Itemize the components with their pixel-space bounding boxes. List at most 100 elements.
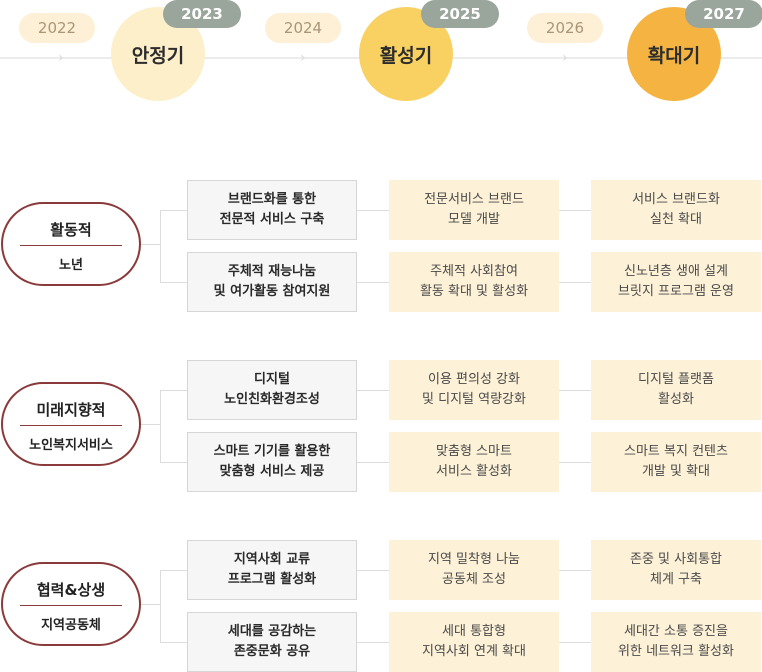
stage1-box: 주체적 사회참여 활동 확대 및 활성화 <box>389 252 559 312</box>
connector <box>559 210 591 211</box>
goal-line: 지역사회 교류 <box>233 552 311 567</box>
connector <box>160 570 161 642</box>
category-title: 활동적 <box>50 221 92 239</box>
connector <box>357 462 389 463</box>
chevron-right-icon: › <box>58 50 64 66</box>
goal-box: 디지털 노인친화환경조성 <box>187 360 357 420</box>
stage-line: 세대간 소통 증진을 <box>624 624 728 639</box>
category-subtitle: 노년 <box>59 258 83 273</box>
connector <box>559 282 591 283</box>
connector <box>141 244 160 245</box>
stage1-box: 지역 밀착형 나눔 공동체 조성 <box>389 540 559 600</box>
goal-box: 지역사회 교류 프로그램 활성화 <box>187 540 357 600</box>
connector <box>160 570 187 571</box>
category-subtitle: 지역공동체 <box>41 618 101 633</box>
connector <box>559 462 591 463</box>
goal-box: 세대를 공감하는 존중문화 공유 <box>187 612 357 672</box>
stage-line: 서비스 활성화 <box>436 464 512 479</box>
stage2-box: 서비스 브랜드화 실천 확대 <box>591 180 761 240</box>
goal-line: 세대를 공감하는 <box>227 624 317 639</box>
stage-line: 지역 밀착형 나눔 <box>428 552 520 567</box>
year-pill-2022: 2022 <box>19 13 95 43</box>
connector <box>160 462 187 463</box>
goal-line: 주체적 재능나눔 <box>227 264 317 279</box>
stage-line: 실천 확대 <box>650 212 702 227</box>
connector <box>357 390 389 391</box>
stage-line: 서비스 브랜드화 <box>632 192 720 207</box>
stage-line: 주체적 사회참여 <box>430 264 518 279</box>
chevron-right-icon: › <box>300 50 306 66</box>
goal-box: 브랜드화를 통한 전문적 서비스 구축 <box>187 180 357 240</box>
category-oval: 협력&상생 지역공동체 <box>1 562 141 646</box>
connector <box>141 424 160 425</box>
goal-line: 노인친화환경조성 <box>224 392 320 407</box>
goal-line: 프로그램 활성화 <box>227 572 317 587</box>
stage2-box: 디지털 플랫폼 활성화 <box>591 360 761 420</box>
goal-line: 존중문화 공유 <box>233 644 311 659</box>
stage2-box: 스마트 복지 컨텐츠 개발 및 확대 <box>591 432 761 492</box>
year-badge-2027: 2027 <box>685 0 762 28</box>
year-badge-2023: 2023 <box>163 0 241 28</box>
connector <box>160 210 187 211</box>
stage-line: 공동체 조성 <box>442 572 506 587</box>
goal-line: 브랜드화를 통한 <box>227 192 317 207</box>
category-oval: 미래지향적 노인복지서비스 <box>1 382 141 466</box>
connector <box>160 390 187 391</box>
stage1-box: 세대 통합형 지역사회 연계 확대 <box>389 612 559 672</box>
connector <box>357 570 389 571</box>
stage-line: 이용 편의성 강화 <box>427 372 520 387</box>
stage-line: 디지털 플랫폼 <box>638 372 714 387</box>
stage-line: 활성화 <box>658 392 694 407</box>
category-title: 협력&상생 <box>36 581 106 599</box>
goal-box: 스마트 기기를 활용한 맞춤형 서비스 제공 <box>187 432 357 492</box>
connector <box>141 604 160 605</box>
stage-line: 세대 통합형 <box>442 624 506 639</box>
year-pill-2026: 2026 <box>527 13 603 43</box>
connector <box>357 282 389 283</box>
stage-line: 지역사회 연계 확대 <box>422 644 526 659</box>
stage1-box: 전문서비스 브랜드 모델 개발 <box>389 180 559 240</box>
connector <box>160 642 187 643</box>
stage2-box: 세대간 소통 증진을 위한 네트워크 활성화 <box>591 612 761 672</box>
connector <box>559 390 591 391</box>
year-pill-2024: 2024 <box>265 13 341 43</box>
category-title: 미래지향적 <box>36 401 106 419</box>
stage2-box: 신노년층 생애 설계 브릿지 프로그램 운영 <box>591 252 761 312</box>
stage-line: 개발 및 확대 <box>641 464 711 479</box>
connector <box>357 642 389 643</box>
stage-line: 위한 네트워크 활성화 <box>618 644 734 659</box>
stage-line: 스마트 복지 컨텐츠 <box>624 444 728 459</box>
category-divider <box>20 605 122 606</box>
year-badge-2025: 2025 <box>421 0 499 28</box>
connector <box>559 642 591 643</box>
goal-line: 및 여가활동 참여지원 <box>213 284 331 299</box>
stage-line: 브릿지 프로그램 운영 <box>618 284 734 299</box>
stage1-box: 맞춤형 스마트 서비스 활성화 <box>389 432 559 492</box>
connector <box>160 390 161 462</box>
stage-line: 활동 확대 및 활성화 <box>419 284 529 299</box>
stage-line: 체계 구축 <box>650 572 702 587</box>
category-divider <box>20 425 122 426</box>
stage-line: 전문서비스 브랜드 <box>424 192 524 207</box>
phase-activation: 활성기 <box>359 7 453 101</box>
stage-line: 신노년층 생애 설계 <box>624 264 728 279</box>
goal-line: 스마트 기기를 활용한 <box>213 444 331 459</box>
stage2-box: 존중 및 사회통합 체계 구축 <box>591 540 761 600</box>
goal-line: 맞춤형 서비스 제공 <box>219 464 325 479</box>
chevron-right-icon: › <box>562 50 568 66</box>
connector <box>559 570 591 571</box>
category-divider <box>20 245 122 246</box>
connector <box>160 282 187 283</box>
stage-line: 존중 및 사회통합 <box>630 552 722 567</box>
stage1-box: 이용 편의성 강화 및 디지털 역량강화 <box>389 360 559 420</box>
stage-line: 모델 개발 <box>448 212 500 227</box>
category-oval: 활동적 노년 <box>1 202 141 286</box>
goal-box: 주체적 재능나눔 및 여가활동 참여지원 <box>187 252 357 312</box>
stage-line: 맞춤형 스마트 <box>436 444 512 459</box>
connector <box>160 210 161 282</box>
goal-line: 디지털 <box>254 372 290 387</box>
goal-line: 전문적 서비스 구축 <box>219 212 325 227</box>
stage-line: 및 디지털 역량강화 <box>422 392 526 407</box>
category-subtitle: 노인복지서비스 <box>29 438 113 453</box>
connector <box>357 210 389 211</box>
